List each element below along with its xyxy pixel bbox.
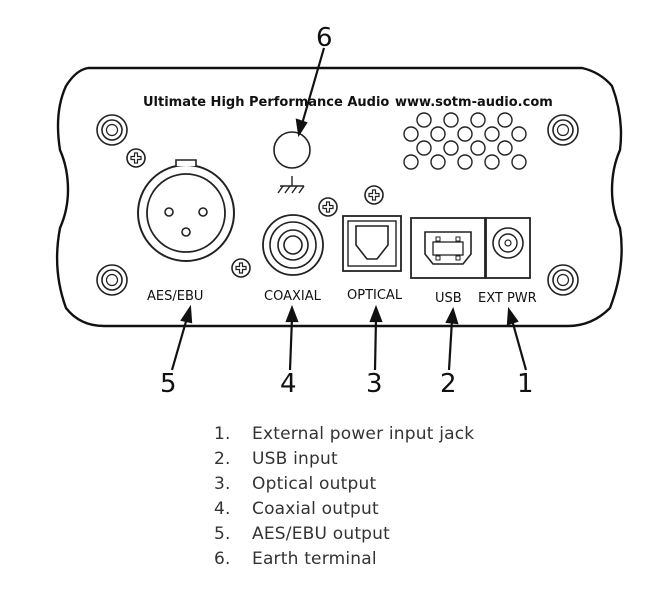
legend-text: Earth terminal [252, 549, 377, 569]
legend-text: Coaxial output [252, 499, 379, 519]
mount-hole-top-left [96, 114, 128, 146]
optical-label: OPTICAL [347, 288, 403, 303]
aes-ebu-connector [137, 159, 235, 262]
ext-pwr-label: EXT PWR [478, 291, 537, 306]
callout-arrows [170, 47, 528, 371]
callout-5: 5 [160, 369, 177, 399]
arrowhead-2 [445, 307, 459, 325]
coaxial-connector [262, 214, 324, 276]
legend-item: 1.External power input jack [214, 422, 474, 447]
coaxial-label: COAXIAL [264, 289, 322, 304]
callout-4: 4 [280, 369, 297, 399]
callout-line-3 [373, 317, 378, 371]
callout-line-1 [510, 319, 528, 371]
callout-6: 6 [316, 23, 333, 53]
ground-symbol-icon [277, 176, 305, 194]
legend-text: AES/EBU output [252, 524, 391, 544]
legend-item: 5.AES/EBU output [214, 522, 474, 547]
mount-hole-bottom-left [96, 264, 128, 296]
callout-line-2 [447, 319, 454, 371]
legend-item: 3.Optical output [214, 472, 474, 497]
rear-panel-diagram: Ultimate High Performance Audio www.sotm… [55, 23, 623, 399]
screw-icon [126, 148, 146, 168]
screw-icon [231, 258, 251, 278]
brand-text: Ultimate High Performance Audio [143, 95, 389, 110]
arrowhead-5 [180, 304, 193, 324]
legend-text: Optical output [252, 474, 377, 494]
legend-text: USB input [252, 449, 338, 469]
aes-ebu-label: AES/EBU [147, 289, 203, 304]
arrowhead-3 [369, 304, 383, 323]
website-text: www.sotm-audio.com [395, 95, 553, 110]
screw-icon [318, 197, 338, 217]
arrowhead-1 [506, 306, 519, 326]
legend-item: 6.Earth terminal [214, 547, 474, 572]
usb-connector [410, 217, 486, 279]
callout-1: 1 [517, 369, 534, 399]
earth-terminal [273, 131, 311, 194]
legend-text: External power input jack [252, 424, 475, 444]
arrowhead-4 [285, 304, 299, 323]
mount-hole-bottom-right [547, 264, 579, 296]
usb-label: USB [435, 291, 462, 306]
legend-item: 4.Coaxial output [214, 497, 474, 522]
callout-line-6 [300, 47, 326, 125]
legend-item: 2.USB input [214, 447, 474, 472]
arrowhead-6 [295, 118, 308, 138]
callout-2: 2 [440, 369, 457, 399]
mount-hole-top-right [547, 114, 579, 146]
optical-connector [342, 215, 402, 272]
callout-line-4 [288, 317, 294, 371]
callout-line-5 [170, 317, 189, 371]
screw-icon [364, 185, 384, 205]
legend-list: 1.External power input jack 2.USB input … [214, 422, 474, 572]
vent-grille [403, 112, 527, 170]
ext-pwr-jack [485, 217, 531, 279]
callout-3: 3 [366, 369, 383, 399]
